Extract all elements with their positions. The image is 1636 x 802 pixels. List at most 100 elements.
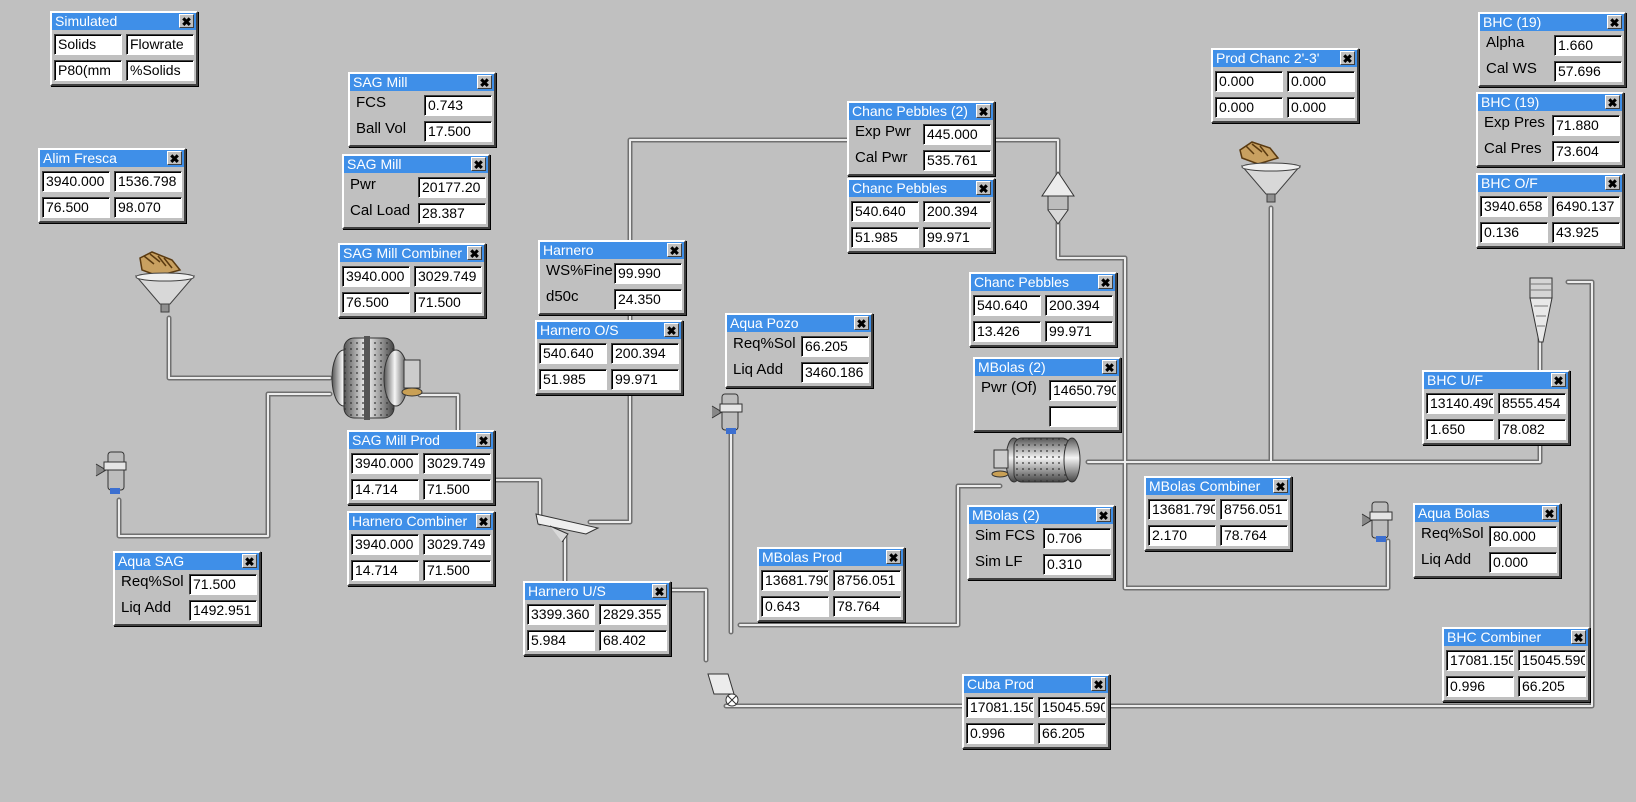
panel-title-bar[interactable]: SAG Mill Prod✖: [349, 432, 493, 449]
close-icon[interactable]: ✖: [667, 243, 682, 258]
exp-pwr-field[interactable]: 445.000: [923, 124, 991, 145]
solids-pct-field[interactable]: 0.000: [1287, 97, 1355, 118]
pwr-field[interactable]: 20177.20: [418, 177, 486, 198]
bolas-water-valve-icon[interactable]: [1360, 500, 1400, 550]
close-icon[interactable]: ✖: [1091, 677, 1106, 692]
panel-title-bar[interactable]: Aqua SAG✖: [115, 553, 259, 570]
flowrate-field[interactable]: 200.394: [1045, 295, 1113, 316]
req-sol-field[interactable]: 71.500: [189, 574, 257, 595]
cal-pres-field[interactable]: 73.604: [1552, 141, 1620, 162]
solids-pct-field[interactable]: 99.971: [1045, 321, 1113, 342]
panel-title-bar[interactable]: BHC Combiner✖: [1444, 629, 1588, 646]
panel-title-bar[interactable]: BHC U/F✖: [1424, 372, 1568, 389]
solids-field[interactable]: 13140.490: [1426, 393, 1494, 414]
solids-pct-field[interactable]: 68.402: [599, 630, 667, 651]
close-icon[interactable]: ✖: [476, 514, 491, 529]
flowrate-field[interactable]: 0.000: [1287, 71, 1355, 92]
close-icon[interactable]: ✖: [1607, 15, 1622, 30]
p80-field[interactable]: 76.500: [42, 197, 110, 218]
pebble-crusher-icon[interactable]: [1036, 170, 1080, 230]
close-icon[interactable]: ✖: [1542, 506, 1557, 521]
panel-title-bar[interactable]: BHC (19)✖: [1480, 14, 1624, 31]
flowrate-field[interactable]: 8756.051: [833, 570, 901, 591]
close-icon[interactable]: ✖: [1340, 51, 1355, 66]
alpha-field[interactable]: 1.660: [1554, 35, 1622, 56]
ball-mill-icon[interactable]: [990, 430, 1090, 490]
solids-field[interactable]: 540.640: [973, 295, 1041, 316]
close-icon[interactable]: ✖: [1571, 630, 1586, 645]
close-icon[interactable]: ✖: [976, 181, 991, 196]
solids-field[interactable]: 3940.000: [42, 171, 110, 192]
close-icon[interactable]: ✖: [652, 584, 667, 599]
req-sol-field[interactable]: 66.205: [801, 336, 869, 357]
panel-title-bar[interactable]: Aqua Bolas✖: [1415, 505, 1559, 522]
exp-pres-field[interactable]: 71.880: [1552, 115, 1620, 136]
sim-fcs-field[interactable]: 0.706: [1043, 528, 1111, 549]
p80-field[interactable]: 5.984: [527, 630, 595, 651]
pebble-product-hopper-icon[interactable]: [1236, 140, 1306, 210]
close-icon[interactable]: ✖: [1098, 275, 1113, 290]
close-icon[interactable]: ✖: [976, 104, 991, 119]
p80-field[interactable]: 14.714: [351, 560, 419, 581]
p80-field[interactable]: 0.643: [761, 596, 829, 617]
solids-field[interactable]: 3399.360: [527, 604, 595, 625]
panel-title-bar[interactable]: MBolas Combiner✖: [1146, 478, 1290, 495]
p80-field[interactable]: 2.170: [1148, 525, 1216, 546]
sag-mill-icon[interactable]: [330, 334, 430, 424]
solids-pct-field[interactable]: 66.205: [1038, 723, 1106, 744]
close-icon[interactable]: ✖: [1605, 176, 1620, 191]
close-icon[interactable]: ✖: [854, 316, 869, 331]
close-icon[interactable]: ✖: [1096, 508, 1111, 523]
panel-title-bar[interactable]: Chanc Pebbles✖: [971, 274, 1115, 291]
solids-field[interactable]: 17081.150: [966, 697, 1034, 718]
p80-field[interactable]: 51.985: [851, 227, 919, 248]
panel-title-bar[interactable]: Harnero U/S✖: [525, 583, 669, 600]
close-icon[interactable]: ✖: [1605, 95, 1620, 110]
solids-field[interactable]: 3940.000: [342, 266, 410, 287]
sim-lf-field[interactable]: 0.310: [1043, 554, 1111, 575]
solids-field[interactable]: 3940.000: [351, 534, 419, 555]
solids-pct-field[interactable]: 98.070: [114, 197, 182, 218]
close-icon[interactable]: ✖: [477, 75, 492, 90]
solids-pct-field[interactable]: 99.971: [611, 369, 679, 390]
solids-pct-field[interactable]: 78.764: [1220, 525, 1288, 546]
solids-pct-field[interactable]: 71.500: [423, 560, 491, 581]
close-icon[interactable]: ✖: [1102, 360, 1117, 375]
solids-field[interactable]: 3940.658: [1480, 196, 1548, 217]
close-icon[interactable]: ✖: [664, 323, 679, 338]
panel-title-bar[interactable]: Chanc Pebbles✖: [849, 180, 993, 197]
solids-field[interactable]: 0.000: [1215, 71, 1283, 92]
panel-title-bar[interactable]: SAG Mill✖: [350, 74, 494, 91]
solids-pct-field[interactable]: 71.500: [423, 479, 491, 500]
panel-title-bar[interactable]: Harnero O/S✖: [537, 322, 681, 339]
pozo-water-valve-icon[interactable]: [710, 392, 750, 442]
solids-field[interactable]: 13681.790: [761, 570, 829, 591]
sag-water-valve-icon[interactable]: [94, 450, 134, 500]
liq-add-field[interactable]: 0.000: [1489, 552, 1557, 573]
p80-field[interactable]: 13.426: [973, 321, 1041, 342]
panel-title-bar[interactable]: SAG Mill Combiner✖: [340, 245, 484, 262]
liq-add-field[interactable]: 3460.186: [801, 362, 869, 383]
harnero-screen-icon[interactable]: [534, 510, 604, 546]
panel-title-bar[interactable]: Alim Fresca✖: [40, 150, 184, 167]
solids-field[interactable]: 540.640: [851, 201, 919, 222]
flowrate-field[interactable]: 8756.051: [1220, 499, 1288, 520]
p80-field[interactable]: 76.500: [342, 292, 410, 313]
panel-title-bar[interactable]: BHC (19)✖: [1478, 94, 1622, 111]
d50c-field[interactable]: 24.350: [614, 289, 682, 310]
ball-vol-field[interactable]: 17.500: [424, 121, 492, 142]
feed-hopper-icon[interactable]: [132, 248, 202, 324]
flowrate-field[interactable]: 200.394: [611, 343, 679, 364]
cal-load-field[interactable]: 28.387: [418, 203, 486, 224]
p80-field[interactable]: 0.136: [1480, 222, 1548, 243]
solids-field[interactable]: 3940.000: [351, 453, 419, 474]
pwr-of-field[interactable]: 14650.790: [1049, 380, 1117, 401]
solids-field[interactable]: 17081.150: [1446, 650, 1514, 671]
solids-pct-field[interactable]: 43.925: [1552, 222, 1620, 243]
p80-field[interactable]: 0.000: [1215, 97, 1283, 118]
panel-title-bar[interactable]: MBolas (2)✖: [969, 507, 1113, 524]
flowrate-field[interactable]: 3029.749: [423, 453, 491, 474]
panel-title-bar[interactable]: SAG Mill✖: [344, 156, 488, 173]
p80-field[interactable]: 14.714: [351, 479, 419, 500]
panel-title-bar[interactable]: MBolas Prod✖: [759, 549, 903, 566]
